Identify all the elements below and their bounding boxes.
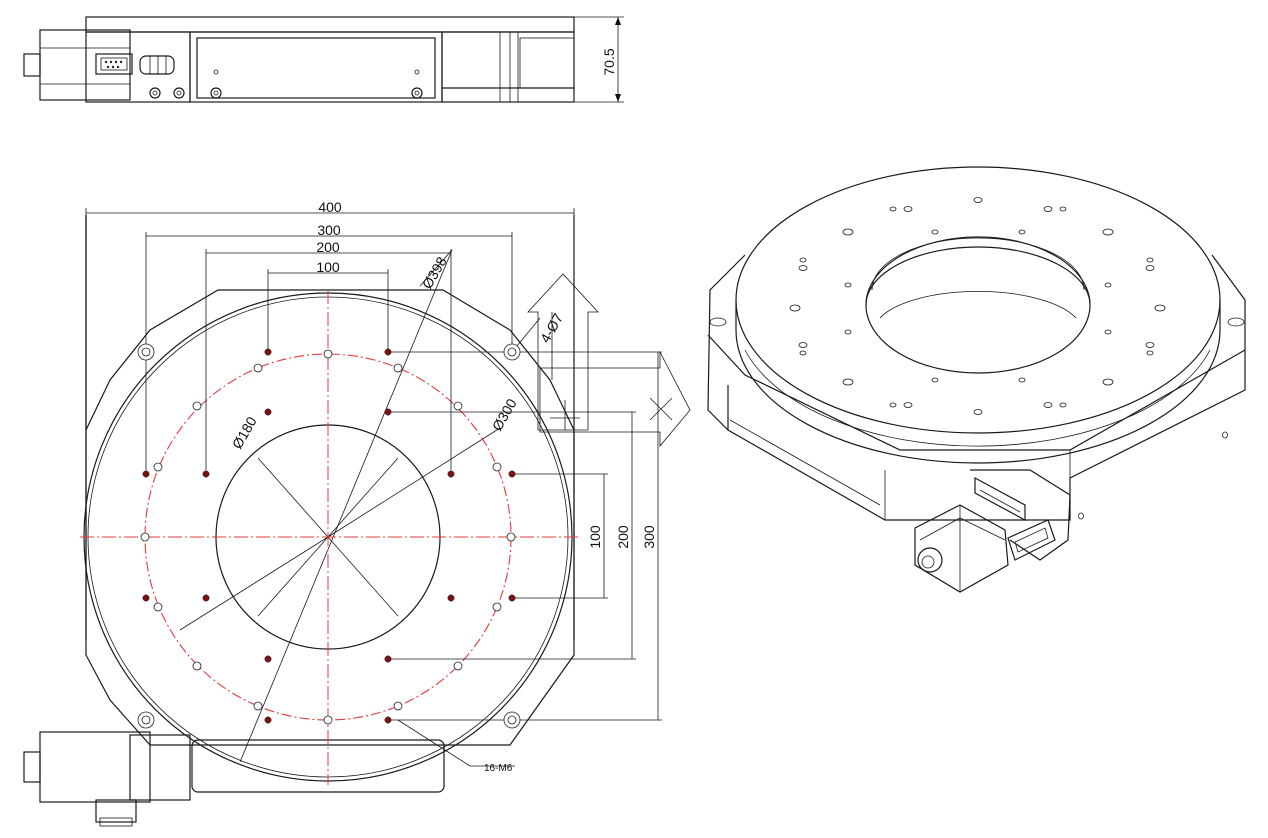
- top-view: Ø180 Ø300 Ø398 4-Ø7 16-M6 400 300 200 10…: [23, 199, 691, 827]
- dim-v-100: 100: [587, 525, 603, 549]
- bolt-circle-holes: [140, 349, 516, 725]
- dim-400: 400: [318, 199, 342, 215]
- iso-holes: [789, 197, 1228, 520]
- holes-4-d7-label: 4-Ø7: [537, 310, 567, 345]
- tapped-holes-m6: [142, 348, 516, 724]
- vertical-dimensions: 100 200 300: [388, 351, 662, 721]
- height-dimension-label: 70.5: [601, 48, 617, 75]
- horizontal-dimensions: 400 300 200 100: [85, 199, 575, 470]
- dia-180-label: Ø180: [229, 414, 260, 452]
- dim-v-300: 300: [641, 525, 657, 549]
- direction-arrows: [527, 273, 691, 448]
- dim-300: 300: [317, 222, 341, 238]
- dim-v-200: 200: [615, 525, 631, 549]
- dia-300-label: Ø300: [489, 396, 520, 434]
- isometric-view: [707, 166, 1246, 593]
- dim-200: 200: [316, 239, 340, 255]
- holes-16-m6-label: 16-M6: [484, 763, 513, 774]
- side-view: 70.5: [23, 16, 624, 103]
- connector-pins: [104, 60, 123, 69]
- dia-398-label: Ø398: [419, 254, 450, 292]
- dim-100: 100: [316, 259, 340, 275]
- corner-mount-holes: [137, 343, 521, 729]
